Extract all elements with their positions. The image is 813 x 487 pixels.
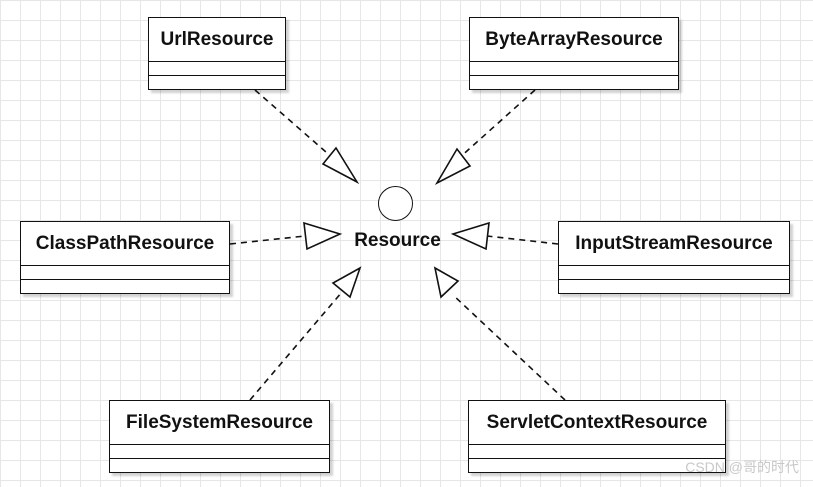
class-name: InputStreamResource (559, 222, 789, 266)
arrowhead-inputstreamresource (450, 221, 490, 251)
class-bytearrayresource[interactable]: ByteArrayResource (469, 17, 679, 90)
class-name: FileSystemResource (110, 401, 329, 445)
attributes-section (469, 445, 725, 459)
attributes-section (110, 445, 329, 459)
class-classpathresource[interactable]: ClassPathResource (20, 221, 230, 294)
class-name: UrlResource (149, 18, 285, 62)
arrowhead-urlresource (321, 146, 360, 185)
attributes-section (470, 62, 678, 76)
class-urlresource[interactable]: UrlResource (148, 17, 286, 90)
methods-section (21, 280, 229, 293)
edge-servletcontextresource (452, 294, 566, 401)
arrowhead-bytearrayresource (434, 147, 472, 185)
interface-name: Resource (354, 230, 441, 251)
edge-bytearrayresource (457, 89, 536, 160)
edge-inputstreamresource (486, 235, 559, 245)
watermark: CSDN @哥的时代 (685, 459, 799, 475)
interface-lollipop-icon[interactable] (378, 186, 413, 221)
attributes-section (559, 266, 789, 280)
class-inputstreamresource[interactable]: InputStreamResource (558, 221, 790, 294)
edge-urlresource (254, 89, 335, 160)
methods-section (149, 76, 285, 89)
arrowhead-classpathresource (303, 221, 343, 251)
methods-section (110, 459, 329, 472)
class-name: ByteArrayResource (470, 18, 678, 62)
attributes-section (21, 266, 229, 280)
arrowhead-servletcontextresource (433, 266, 460, 299)
methods-section (559, 280, 789, 293)
methods-section (470, 76, 678, 89)
arrowhead-filesystemresource (331, 266, 362, 299)
attributes-section (149, 62, 285, 76)
class-name: ServletContextResource (469, 401, 725, 445)
class-servletcontextresource[interactable]: ServletContextResource (468, 400, 726, 473)
class-name: ClassPathResource (21, 222, 229, 266)
edge-classpathresource (229, 235, 306, 245)
edge-filesystemresource (249, 291, 343, 401)
class-filesystemresource[interactable]: FileSystemResource (109, 400, 330, 473)
